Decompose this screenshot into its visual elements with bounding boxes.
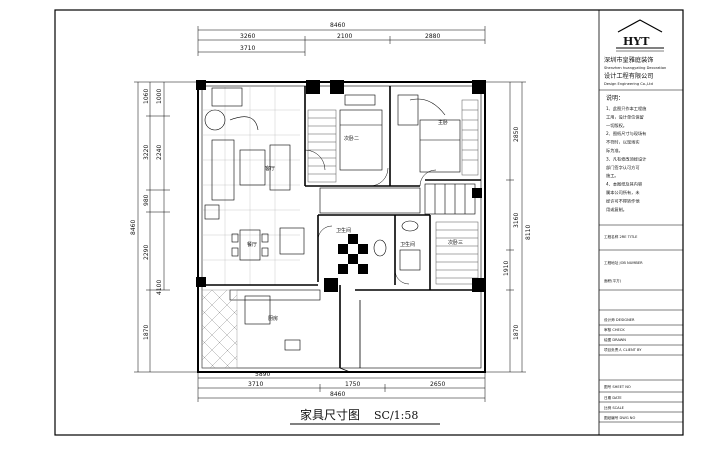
title-block-field: 图纸编号 DWG NO [604,415,635,420]
company-name-en-2: Design Engineering Co.,Ltd [604,82,653,86]
note-line: 际为准。 [606,147,623,154]
room-label-living: 客厅 [265,165,275,172]
structural-columns [196,80,486,292]
living-floor-tiles [202,86,300,285]
title-block-field: 绘图 DRAWN [604,337,626,342]
window-bay [339,300,361,373]
title-block-field: 图号 SHEET NO [604,384,631,389]
note-line: 一切版权。 [606,122,627,129]
title-block-field: 项目负责人 CLIENT BY [604,347,642,352]
logo-text: HYT [623,35,650,48]
dim-top-inner: 3710 [240,45,255,52]
dim-left-inner-3: 4100 [156,280,163,295]
title-block: HYT 深圳市皇雅庭装饰 Shenzhen huangyating Decora… [599,19,683,423]
note-line: 施工。 [606,172,619,179]
room-label-third-bedroom: 次卧三 [448,239,463,246]
dim-bottom-2: 1750 [345,381,360,388]
dim-left-2: 3220 [143,145,150,160]
bedroom-floor-planks [307,99,479,285]
kitchen-counter [229,289,321,351]
interior-walls [202,86,481,368]
note-line: 不符时，以现场实 [606,139,640,146]
note-line: 1、此图只作本工程施 [606,105,647,112]
note-line: 用或复制。 [606,206,627,213]
dim-top-overall: 8460 [330,22,345,29]
dim-left-inner-2: 2240 [156,145,163,160]
company-name-en-1: Shenzhen huangyating Decoration [604,66,666,70]
dim-left-overall: 8460 [130,220,137,235]
company-name-cn-1: 深圳市皇雅庭装饰 [604,56,654,64]
note-line: 经许可不得转作他 [606,197,640,204]
dining-table [231,227,305,261]
title-block-fields: 工程名称 2RE TITLE 工程地址 JOB NUMBER 面积(平方) 设计师 D… [604,234,643,420]
room-label-kitchen: 厨房 [268,315,278,322]
dim-top-1: 3260 [240,33,255,40]
note-line: 4、本图纸及其内容 [606,181,642,188]
caption-scale: SC/1:58 [374,409,418,422]
dim-left-5: 1870 [143,325,150,340]
dim-right-overall: 8110 [525,225,532,240]
company-name-cn-2: 设计工程有限公司 [604,72,654,80]
dim-right-3: 1910 [503,261,510,276]
note-line: 属本公司所有，未 [606,189,640,196]
dim-right-2: 3160 [513,213,520,228]
note-line: 部门签字认可方可 [606,164,640,171]
title-block-field: 比例 SCALE [604,405,625,410]
dim-top-2: 2100 [337,33,352,40]
note-line: 工用，设计单位保留 [606,113,644,120]
room-label-bathroom-main: 卫生间 [336,227,351,234]
company-logo: HYT [616,19,664,52]
room-label-second-bedroom: 次卧二 [344,135,359,142]
title-block-field: 审核 CHECK [604,327,625,332]
wardrobe-units [319,183,476,215]
dimension-lines [134,26,526,402]
title-block-field: 面积(平方) [604,278,622,283]
second-bedroom-bed [339,94,383,171]
dim-left-1: 1060 [143,89,150,104]
dim-top-3: 2880 [425,33,440,40]
note-line: 2、图纸尺寸与现场有 [606,130,646,137]
bathroom-checker-floor [338,234,368,274]
title-block-rows [599,224,683,423]
bathroom-fixtures [373,220,421,271]
dim-left-3: 980 [143,194,150,206]
dim-bottom-1: 3710 [248,381,263,388]
door-swings [304,149,437,285]
dim-bottom-3: 2650 [430,381,445,388]
title-block-field: 设计师 DESIGNER [604,317,635,322]
notes-list: 1、此图只作本工程施 工用，设计单位保留 一切版权。2、图纸尺寸与现场有 不符时… [606,105,647,213]
dim-left-4: 2290 [143,245,150,260]
room-label-dining: 餐厅 [247,241,257,248]
drawing-caption: 家具尺寸图 SC/1:58 [290,407,440,425]
outer-border [54,9,684,436]
note-line: 3、凡有修改须经设计 [606,155,646,162]
caption-title: 家具尺寸图 [300,407,360,422]
dim-right-1: 2850 [513,127,520,142]
notes-title: 说明： [606,94,624,102]
title-block-field: 工程地址 JOB NUMBER [604,260,643,265]
dim-bottom-inner: 5890 [255,371,270,378]
living-sofa-set [204,87,291,220]
dim-left-inner-1: 1000 [156,89,163,104]
exterior-wall-inner [201,85,482,369]
dim-bottom-overall: 8460 [330,391,345,398]
room-label-master-bedroom: 主卧 [438,119,448,126]
master-bed [397,94,461,173]
room-label-bathroom-second: 卫生间 [400,241,415,248]
floor-plan: 主卧 次卧二 客厅 餐厅 厨房 卫生间 卫生间 次卧三 [196,80,486,373]
title-block-field: 工程名称 2RE TITLE [604,234,638,239]
balcony-hatch [201,289,238,369]
title-block-field: 日期 DATE [604,395,622,400]
dim-right-4: 1870 [513,325,520,340]
